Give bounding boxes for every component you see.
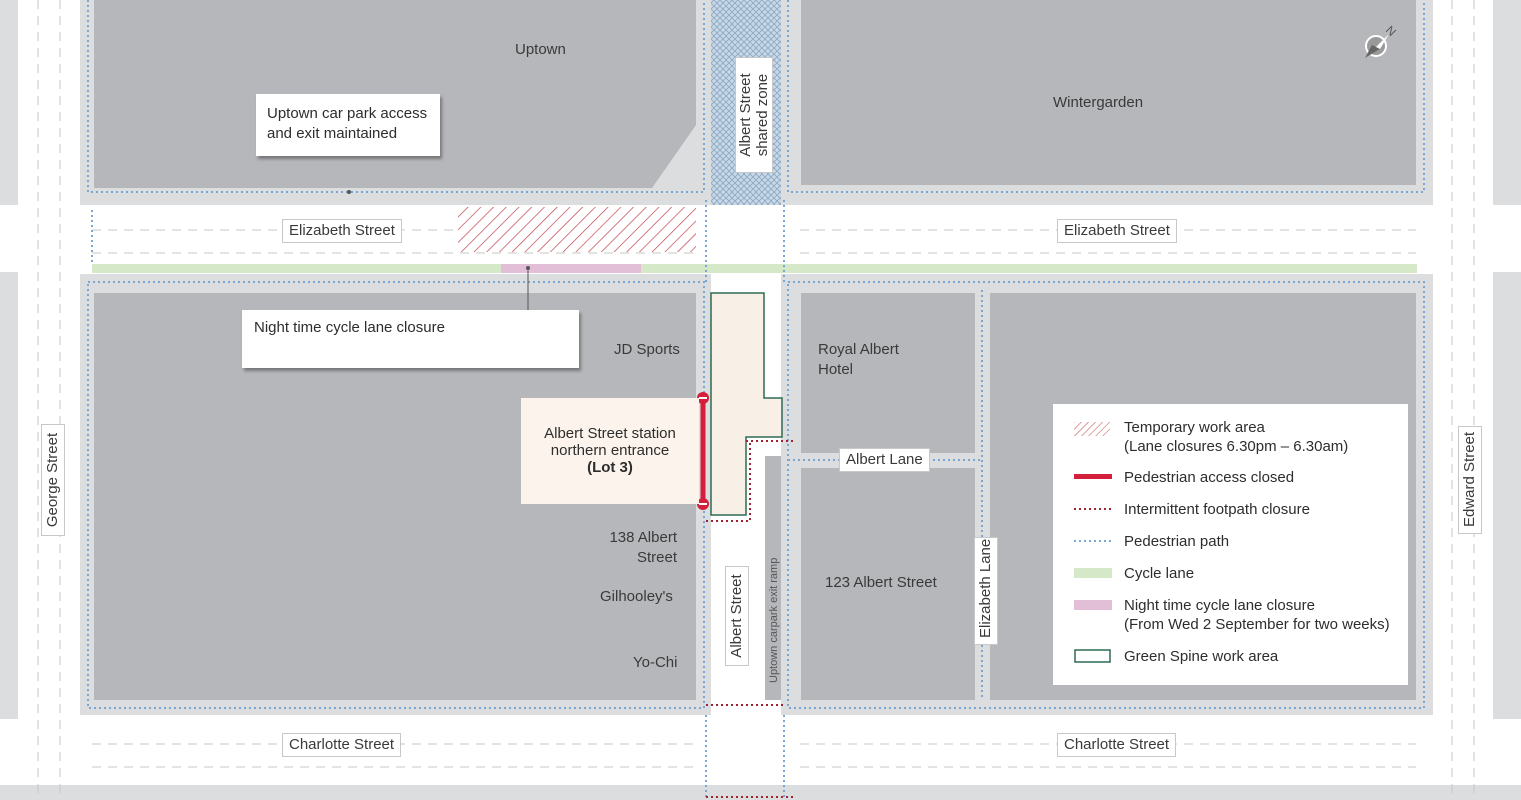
- green-band-icon: [1074, 568, 1112, 578]
- label-gilhooleys: Gilhooley's: [600, 588, 673, 605]
- legend-label-intermittent: Intermittent footpath closure: [1124, 501, 1310, 518]
- royal-albert-line1: Royal Albert: [818, 341, 899, 358]
- carpark-leader-dot: [347, 190, 351, 194]
- cycle-lane: [92, 264, 1417, 273]
- shared-zone-line1: Albert Street: [737, 73, 754, 157]
- dotted-red-line-icon: [1074, 508, 1112, 510]
- building-blocks: [94, 0, 1416, 700]
- intermittent-closures: [706, 440, 795, 798]
- street-elizabeth-east: Elizabeth Street: [1057, 219, 1177, 243]
- road-markings: [37, 0, 1475, 800]
- street-albert: Albert Street: [725, 566, 749, 666]
- north-arrow-icon: N: [1365, 23, 1399, 58]
- legend-label-green-spine: Green Spine work area: [1124, 648, 1279, 665]
- legend-label-night-closure: Night time cycle lane closure: [1124, 597, 1315, 614]
- legend: Temporary work area (Lane closures 6.30p…: [1053, 404, 1408, 685]
- albert-138-line2: Street: [636, 549, 677, 566]
- hatch-swatch-icon: [1074, 422, 1110, 436]
- street-elizabeth-west: Elizabeth Street: [282, 219, 402, 243]
- callout-carpark: Uptown car park access and exit maintain…: [256, 94, 440, 156]
- label-138-albert: 138 Albert Street: [560, 528, 677, 568]
- legend-sub-temporary-work: (Lane closures 6.30pm – 6.30am): [1124, 438, 1349, 455]
- label-uptown: Uptown: [515, 41, 566, 58]
- royal-albert-line2: Hotel: [818, 361, 854, 378]
- label-123-albert: 123 Albert Street: [825, 574, 937, 591]
- legend-sub-night-closure: (From Wed 2 September for two weeks): [1124, 616, 1390, 633]
- street-albert-lane: Albert Lane: [839, 448, 930, 472]
- callout-night-cycle: Night time cycle lane closure: [242, 310, 579, 368]
- pink-band-icon: [1074, 600, 1112, 610]
- legend-label-cycle-lane: Cycle lane: [1124, 565, 1195, 582]
- street-edward: Edward Street: [1458, 426, 1482, 534]
- street-exit-ramp: Uptown carpark exit ramp: [768, 557, 780, 683]
- albert-138-line1: 138 Albert: [609, 529, 677, 546]
- callout-carpark-line2: and exit maintained: [267, 125, 398, 142]
- legend-label-pedestrian-path: Pedestrian path: [1124, 533, 1230, 550]
- label-wintergarden: Wintergarden: [1053, 94, 1144, 111]
- station-line3: (Lot 3): [587, 459, 633, 476]
- street-shared-zone: Albert Street shared zone: [735, 57, 773, 173]
- night-cycle-leader-dot: [526, 266, 530, 270]
- street-charlotte-east: Charlotte Street: [1057, 733, 1177, 757]
- solid-red-line-icon: [1074, 474, 1112, 479]
- temporary-work-area: [458, 207, 696, 252]
- night-cycle-closure: [501, 264, 641, 273]
- station-line1: Albert Street station: [544, 425, 676, 442]
- compass-label: N: [1383, 23, 1399, 39]
- street-elizabeth-lane: Elizabeth Lane: [974, 537, 998, 645]
- legend-label-temporary-work: Temporary work area: [1124, 419, 1265, 436]
- shared-zone-line2: shared zone: [754, 73, 771, 157]
- dotted-blue-line-icon: [1074, 540, 1112, 542]
- green-spine-work-area: [710, 292, 783, 516]
- green-outline-icon: [1074, 649, 1111, 663]
- legend-label-pedestrian-closed: Pedestrian access closed: [1124, 469, 1295, 486]
- station-lot3: Albert Street station northern entrance …: [521, 398, 699, 504]
- street-charlotte-west: Charlotte Street: [282, 733, 402, 757]
- label-royal-albert-hotel: Royal Albert Hotel: [818, 340, 899, 380]
- callout-carpark-line1: Uptown car park access: [267, 105, 428, 122]
- station-line2: northern entrance: [550, 442, 670, 459]
- label-jd-sports: JD Sports: [614, 341, 680, 358]
- label-yochi: Yo-Chi: [633, 654, 678, 671]
- street-george: George Street: [41, 424, 65, 536]
- pedestrian-access-closed: [697, 392, 709, 510]
